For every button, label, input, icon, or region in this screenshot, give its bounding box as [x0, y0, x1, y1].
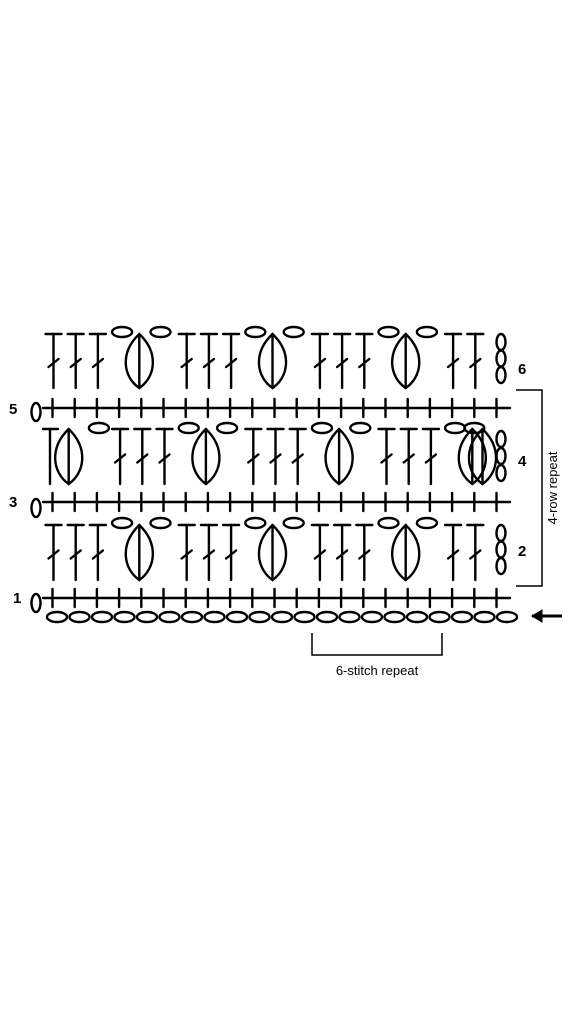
chain-stitch: [110, 325, 134, 339]
dc-bar: [469, 357, 482, 369]
dc-bar: [91, 549, 105, 560]
dc-bar: [335, 357, 349, 369]
turning-chain: [495, 556, 507, 576]
turning-chain: [30, 592, 42, 614]
chain-stitch: [149, 325, 172, 339]
dc-bar: [224, 357, 238, 369]
chain-stitch: [113, 610, 136, 624]
chain-stitch: [473, 610, 496, 624]
chain-stitch: [443, 421, 467, 435]
dc-bar: [402, 453, 415, 464]
dc-bar: [180, 549, 193, 560]
arrow-left-icon: [531, 609, 562, 623]
dc-bar: [358, 549, 371, 560]
chain-stitch: [293, 610, 316, 624]
chain-stitch: [177, 421, 200, 435]
dc-bar: [291, 453, 304, 464]
dc-bar: [136, 453, 149, 464]
dc-bar: [47, 549, 60, 560]
dc-bar: [446, 549, 460, 560]
row-label-4: 4: [518, 453, 527, 470]
chain-stitch: [180, 610, 204, 624]
chain-stitch: [428, 610, 451, 624]
turning-chain: [495, 429, 507, 449]
chain-stitch: [360, 610, 384, 624]
chain-stitch: [282, 516, 305, 530]
chain-stitch: [338, 610, 361, 624]
chain-stitch: [203, 610, 226, 624]
turning-chain: [495, 365, 507, 385]
chain-stitch: [310, 421, 334, 435]
dc-bar: [113, 453, 127, 464]
row-label-1: 1: [13, 590, 21, 607]
chain-stitch: [415, 516, 439, 530]
dc-bar: [247, 453, 260, 464]
dc-bar: [202, 357, 216, 369]
turning-chain: [495, 463, 507, 483]
stitch-repeat-bracket: [311, 633, 443, 656]
row-repeat-bracket: [516, 389, 543, 587]
chain-stitch: [383, 610, 406, 624]
turning-chain: [30, 401, 42, 423]
dc-bar: [69, 549, 82, 560]
row-label-2: 2: [518, 543, 526, 560]
chain-stitch: [450, 610, 474, 624]
chain-stitch: [149, 516, 172, 530]
chain-stitch: [315, 610, 339, 624]
dc-bar: [469, 549, 482, 560]
chain-stitch: [282, 325, 305, 339]
row-repeat-label: 4-row repeat: [545, 451, 560, 524]
chain-stitch: [463, 421, 486, 435]
chain-stitch: [68, 610, 91, 624]
dc-bar: [180, 357, 193, 369]
chain-stitch: [244, 325, 267, 339]
dc-bar: [380, 453, 393, 464]
turning-chain: [495, 540, 507, 559]
dc-bar: [313, 357, 327, 369]
stitch-symbols: [30, 325, 519, 624]
chain-stitch: [90, 610, 114, 624]
chain-stitch: [215, 421, 239, 435]
turning-chain: [495, 446, 507, 466]
chain-stitch: [415, 325, 439, 339]
turning-chain: [495, 523, 507, 543]
row-label-6: 6: [518, 361, 526, 378]
dc-bar: [69, 357, 82, 369]
stitch-repeat-label: 6-stitch repeat: [336, 663, 419, 678]
dc-bar: [47, 357, 60, 369]
dc-bar: [358, 357, 371, 369]
chain-stitch: [248, 610, 271, 624]
chain-stitch: [87, 421, 111, 435]
chain-stitch: [225, 610, 249, 624]
chain-stitch: [349, 421, 372, 435]
dc-bar: [313, 549, 327, 560]
turning-chain: [30, 497, 42, 519]
chain-stitch: [270, 610, 294, 624]
chain-stitch: [495, 610, 519, 624]
dc-bar: [269, 453, 282, 464]
dc-bar: [158, 453, 171, 464]
dc-bar: [91, 357, 105, 369]
chain-stitch: [135, 610, 159, 624]
chain-stitch: [158, 610, 181, 624]
dc-bar: [446, 357, 460, 369]
chain-stitch: [110, 516, 134, 530]
chain-stitch: [377, 325, 400, 339]
chain-stitch: [405, 610, 429, 624]
dc-bar: [335, 549, 349, 560]
dc-bar: [202, 549, 216, 560]
turning-chain: [495, 332, 507, 352]
row-label-5: 5: [9, 401, 17, 418]
row-label-3: 3: [9, 494, 17, 511]
chain-stitch: [45, 610, 69, 624]
turning-chain: [495, 349, 507, 368]
chain-stitch: [377, 516, 400, 530]
dc-bar: [424, 453, 438, 464]
chain-stitch: [244, 516, 267, 530]
dc-bar: [224, 549, 238, 560]
